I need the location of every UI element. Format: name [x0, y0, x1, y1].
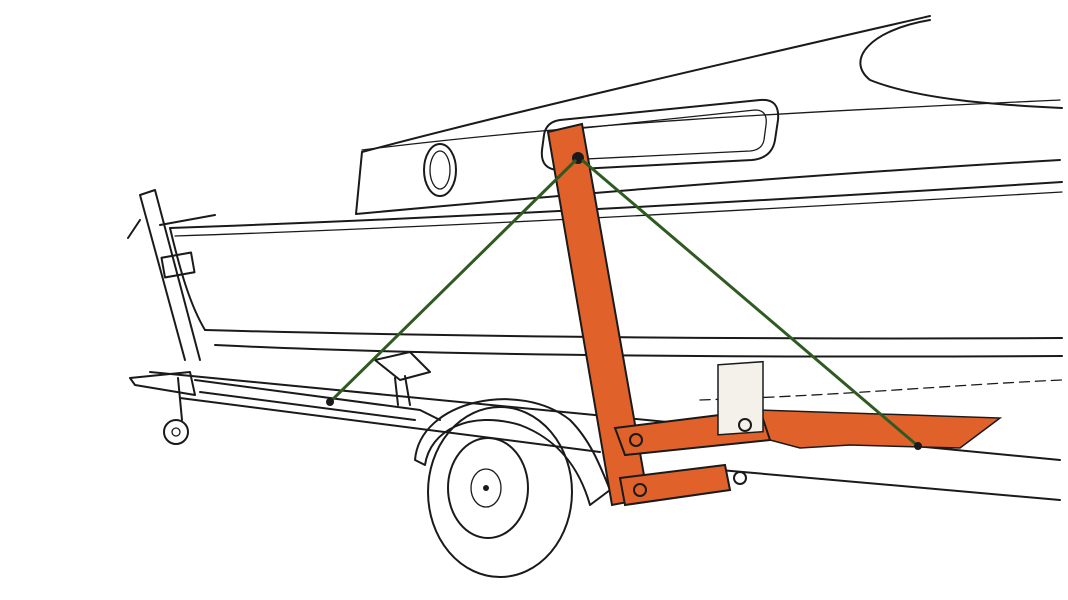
- jockey-wheel-leg: [177, 377, 183, 421]
- bunk-support: [374, 351, 431, 406]
- rim: [447, 437, 529, 539]
- axle-nut: [483, 485, 489, 491]
- windshield-curve: [859, 19, 1063, 109]
- rear-rope-anchor: [914, 442, 922, 450]
- porthole: [423, 143, 457, 197]
- tyre: [427, 406, 573, 578]
- wing-nut-icon: [629, 433, 643, 447]
- trailer-wheel: [414, 398, 611, 578]
- cabin-front: [355, 151, 363, 215]
- wing-nut-icon: [738, 418, 752, 432]
- hull-chine: [204, 329, 1063, 340]
- trailer-frame-lower: [179, 397, 1061, 501]
- bow-stem: [169, 227, 206, 331]
- fender: [414, 398, 611, 506]
- jockey-wheel: [163, 419, 189, 445]
- front-guy-rope: [328, 158, 578, 404]
- cabin-window: [540, 98, 780, 171]
- wing-nut-icon: [633, 483, 647, 497]
- winch-post: [139, 189, 201, 361]
- guy-ropes: [326, 158, 922, 450]
- coupler: [129, 371, 196, 396]
- jockey-wheel-hub: [171, 427, 181, 437]
- mast-support-clamp: [717, 360, 764, 436]
- deck-line: [361, 99, 1061, 151]
- winch-strap: [127, 214, 216, 239]
- hull-bottom: [214, 344, 1063, 358]
- porthole-inner: [429, 150, 451, 190]
- cabin-roof-line: [361, 15, 931, 153]
- winch-box: [160, 251, 196, 279]
- front-rope-anchor: [326, 398, 334, 406]
- mast-support-lower-arm: [618, 463, 732, 507]
- mast-support: [546, 122, 1003, 507]
- rear-guy-rope: [581, 158, 919, 448]
- hub: [470, 468, 502, 508]
- cabin-side-line: [355, 159, 1061, 215]
- rubrail-line: [174, 191, 1063, 237]
- mast-support-deck-plate: [758, 409, 1003, 449]
- trailer-tongue: [194, 379, 441, 421]
- wing-nut-icon: [733, 471, 747, 485]
